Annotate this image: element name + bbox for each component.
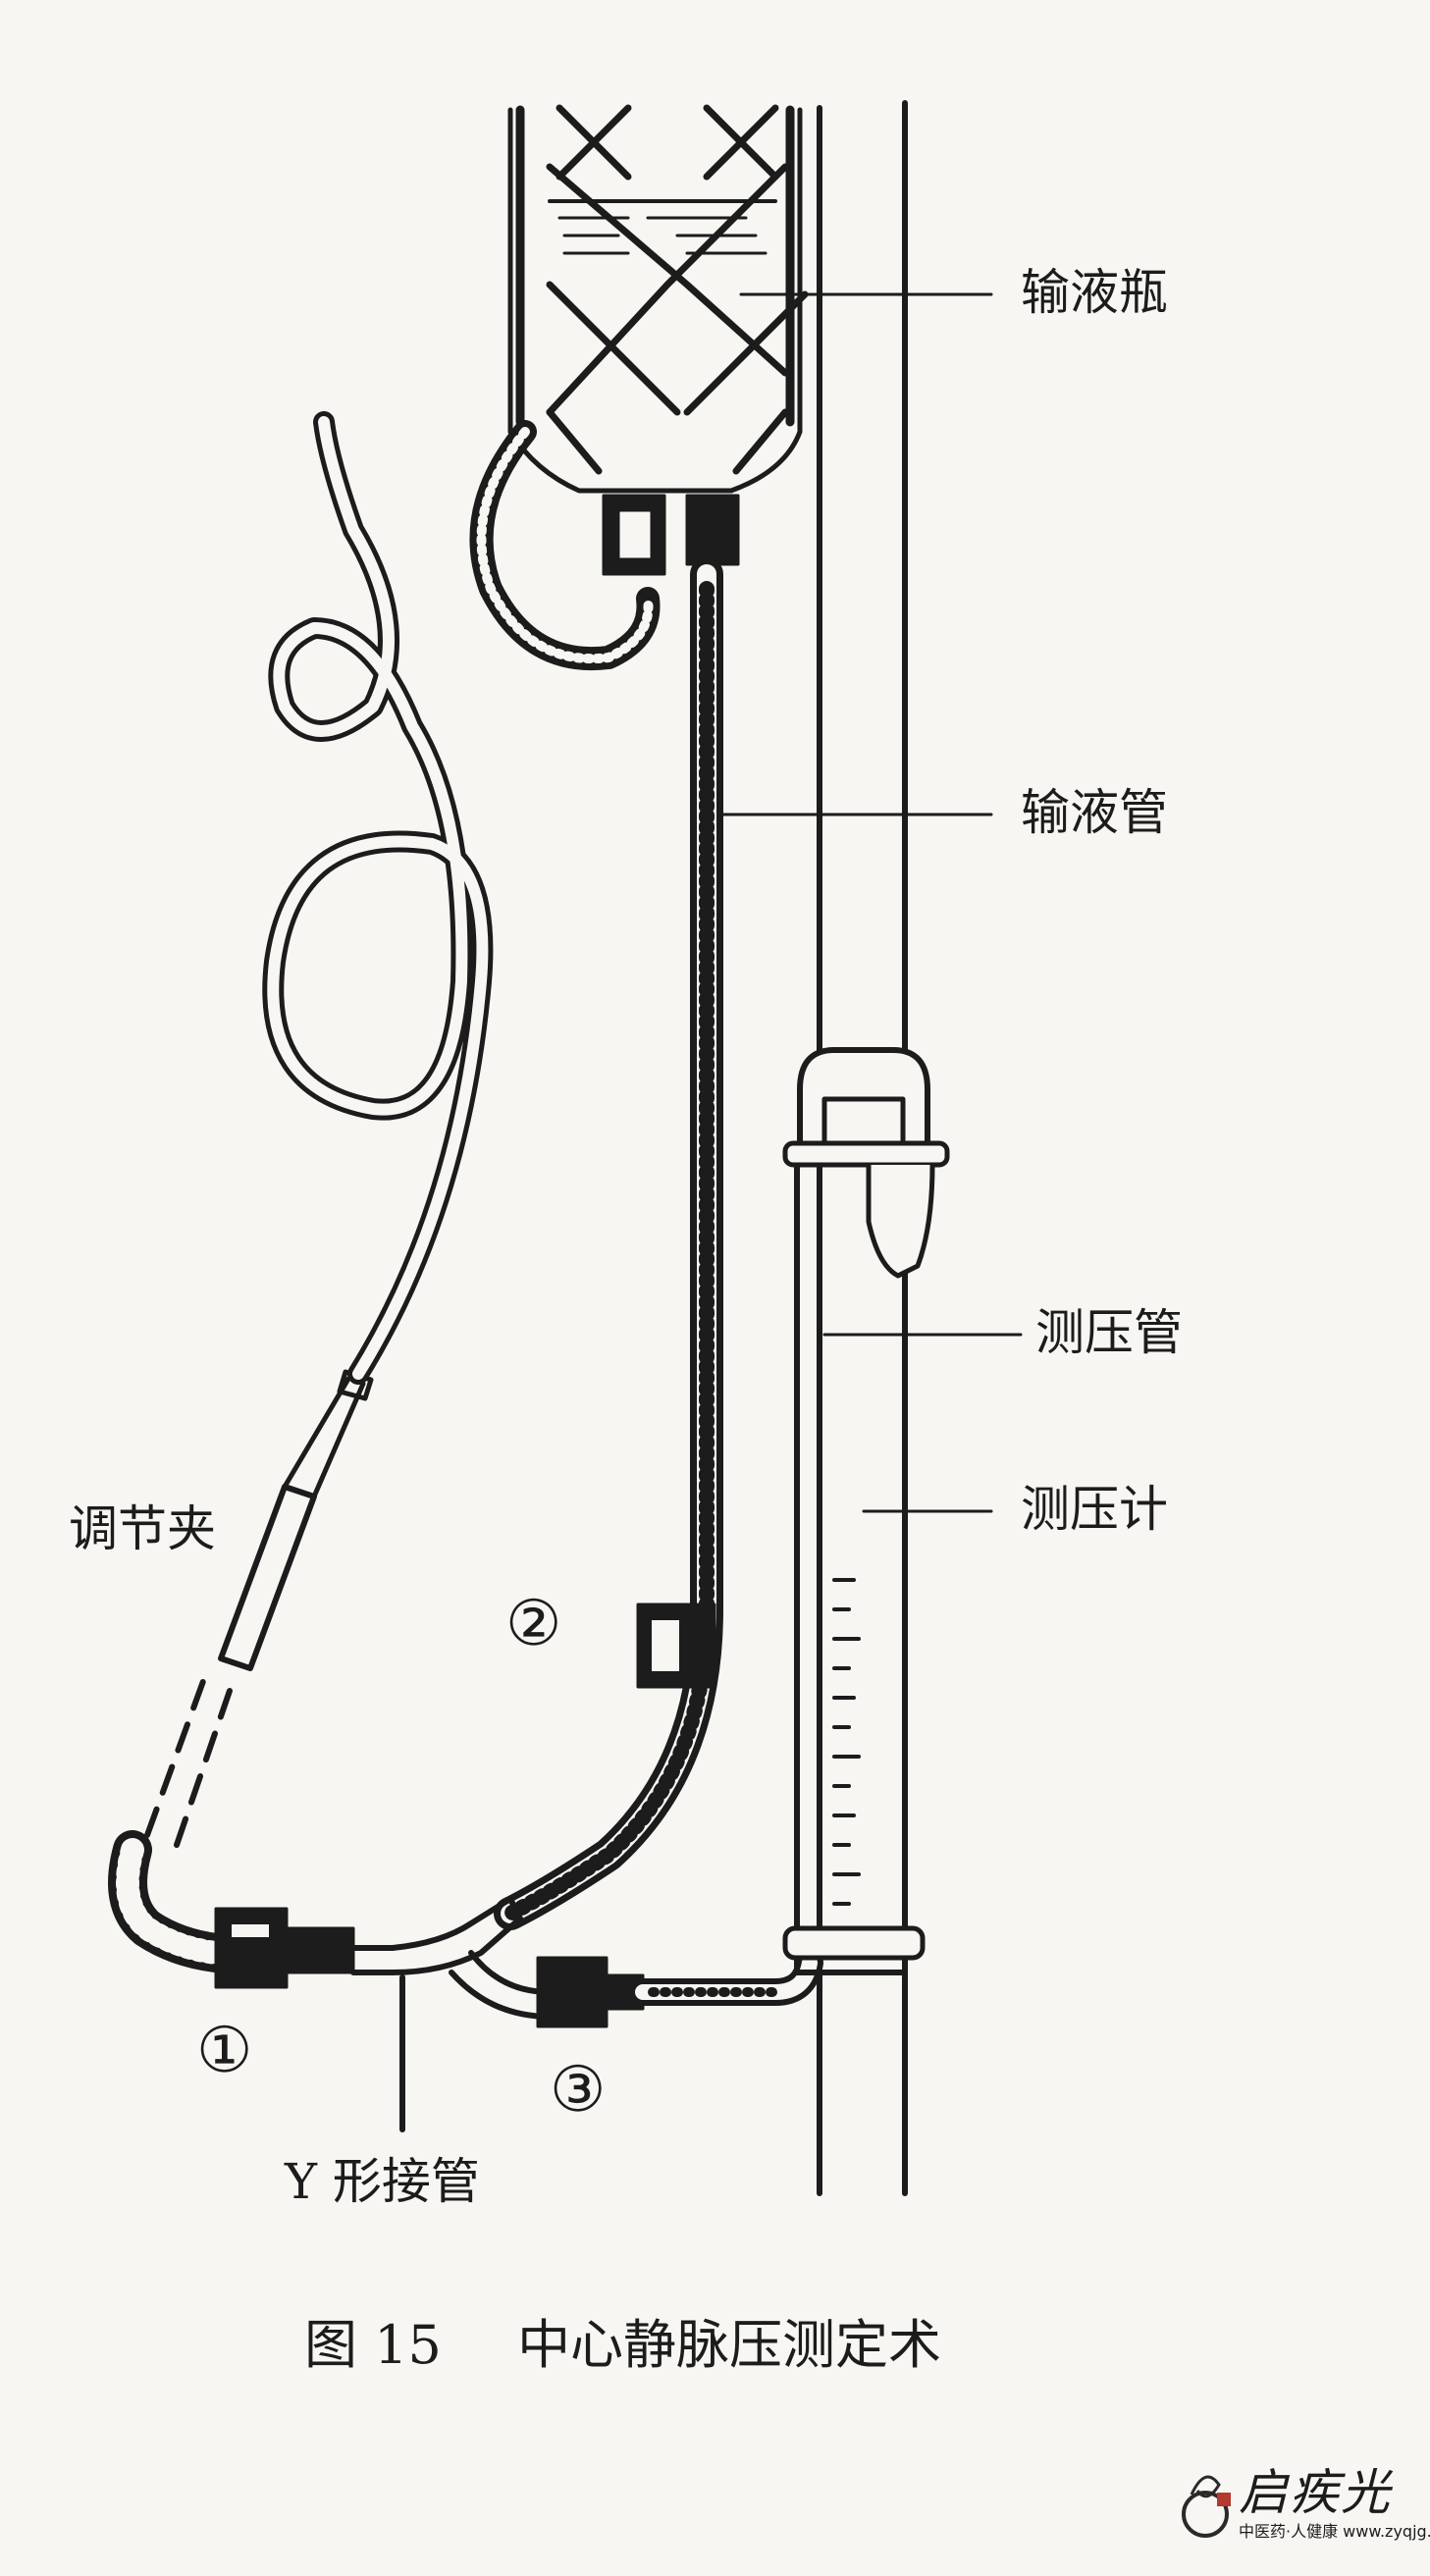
leader-lines <box>719 292 1023 1513</box>
infusion-tube-drawing <box>494 557 723 1930</box>
figure-number: 图 15 <box>304 2314 442 2376</box>
watermark-text: 启疾光 <box>1239 2464 1392 2521</box>
watermark: 启疾光 中医药·人健康 www.zyqjg.com <box>1178 2453 1430 2561</box>
label-infusion-tube: 输液管 <box>1021 784 1168 841</box>
manometer-branch-tube <box>536 1949 823 2028</box>
marker-1: ① <box>196 2015 253 2087</box>
label-infusion-bottle: 输液瓶 <box>1021 264 1168 321</box>
patient-tube-drawing <box>108 411 494 1989</box>
figure-title: 中心静脉压测定术 <box>517 2314 942 2376</box>
infusion-bottle <box>507 104 809 576</box>
label-y-connector: Y 形接管 <box>285 2153 480 2210</box>
seal-logo-icon <box>1182 2475 1231 2538</box>
label-pressure-tube: 测压管 <box>1035 1304 1183 1361</box>
air-vent-tube <box>469 420 661 671</box>
y-connector-drawing <box>350 1896 553 2132</box>
watermark-subtext: 中医药·人健康 www.zyqjg.com <box>1239 2522 1430 2541</box>
marker-3: ③ <box>550 2054 607 2127</box>
marker-2: ② <box>505 1588 562 1660</box>
figure-caption: 图 15 中心静脉压测定术 <box>304 2301 941 2379</box>
manometer-drawing <box>782 1047 950 1975</box>
label-clamp: 调节夹 <box>69 1500 216 1557</box>
label-manometer: 测压计 <box>1021 1481 1168 1538</box>
